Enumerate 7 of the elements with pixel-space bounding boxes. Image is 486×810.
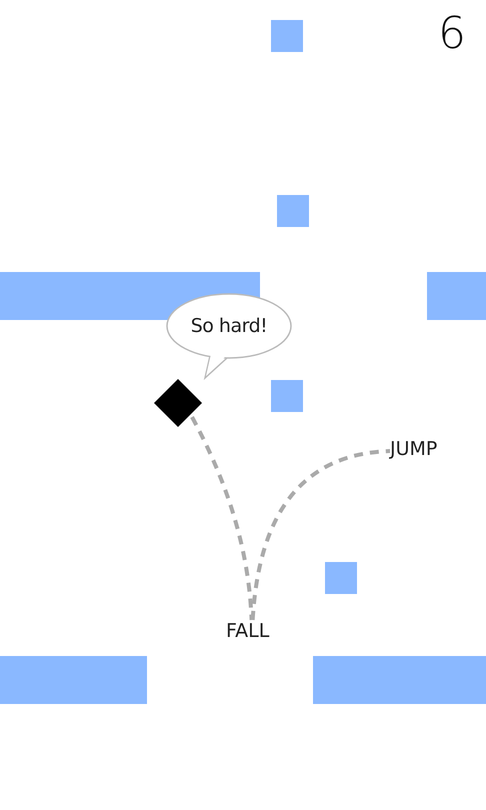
score-counter: 6: [438, 8, 466, 59]
action-label: FALL: [226, 620, 270, 642]
trajectory-line: [190, 416, 254, 620]
action-label: JUMP: [390, 438, 438, 460]
speech-text: So hard!: [190, 315, 268, 337]
player-diamond: [154, 379, 202, 427]
trajectory-line: [250, 449, 390, 620]
